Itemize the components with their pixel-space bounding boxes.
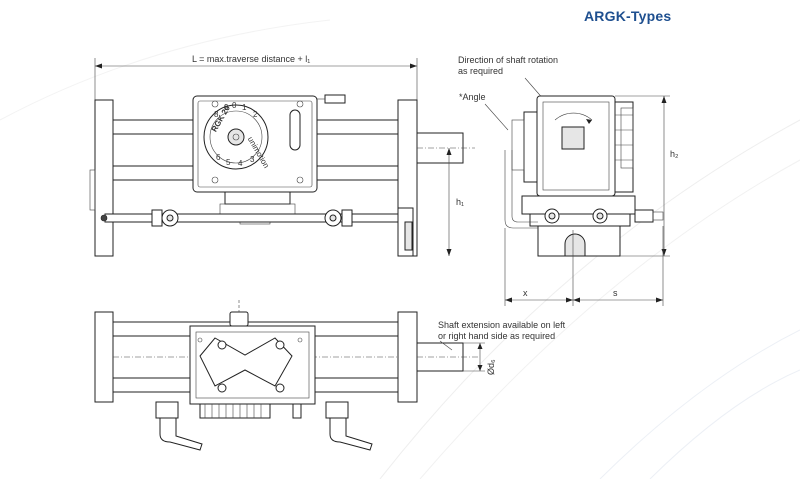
angle-label: *Angle	[459, 92, 486, 102]
dial-digit: 4	[238, 159, 243, 168]
shaft-extension-label-1: Shaft extension available on left	[438, 320, 566, 330]
dial-digit: 1	[242, 103, 247, 112]
shaft-rotation-label-2: as required	[458, 66, 503, 76]
top-view: Shaft extension available on left or rig…	[94, 300, 566, 451]
x-label: x	[523, 288, 528, 298]
dial-digit: 2	[253, 110, 258, 119]
dial-digit: 0	[232, 101, 237, 110]
dial-digit: 5	[226, 158, 231, 167]
s-label: s	[613, 288, 618, 298]
shaft-diameter-label: Ød₆	[486, 359, 496, 375]
page-title: ARGK-Types	[584, 8, 672, 24]
side-view: Direction of shaft rotation as required …	[458, 55, 679, 306]
shaft-rotation-label-1: Direction of shaft rotation	[458, 55, 558, 65]
dial-digit: 3	[250, 155, 255, 164]
dial-digit: 9	[224, 103, 229, 112]
background-swoosh	[0, 19, 800, 479]
shaft-extension-label-2: or right hand side as required	[438, 331, 555, 341]
h2-label: h₂	[670, 149, 679, 159]
h1-label: h₁	[456, 197, 464, 207]
length-formula-label: L = max.traverse distance + l₁	[192, 54, 310, 64]
dial-digit: 6	[216, 153, 221, 162]
dial-digit: 8	[214, 110, 219, 119]
front-view: L = max.traverse distance + l₁ RGK 20 un…	[89, 54, 475, 257]
